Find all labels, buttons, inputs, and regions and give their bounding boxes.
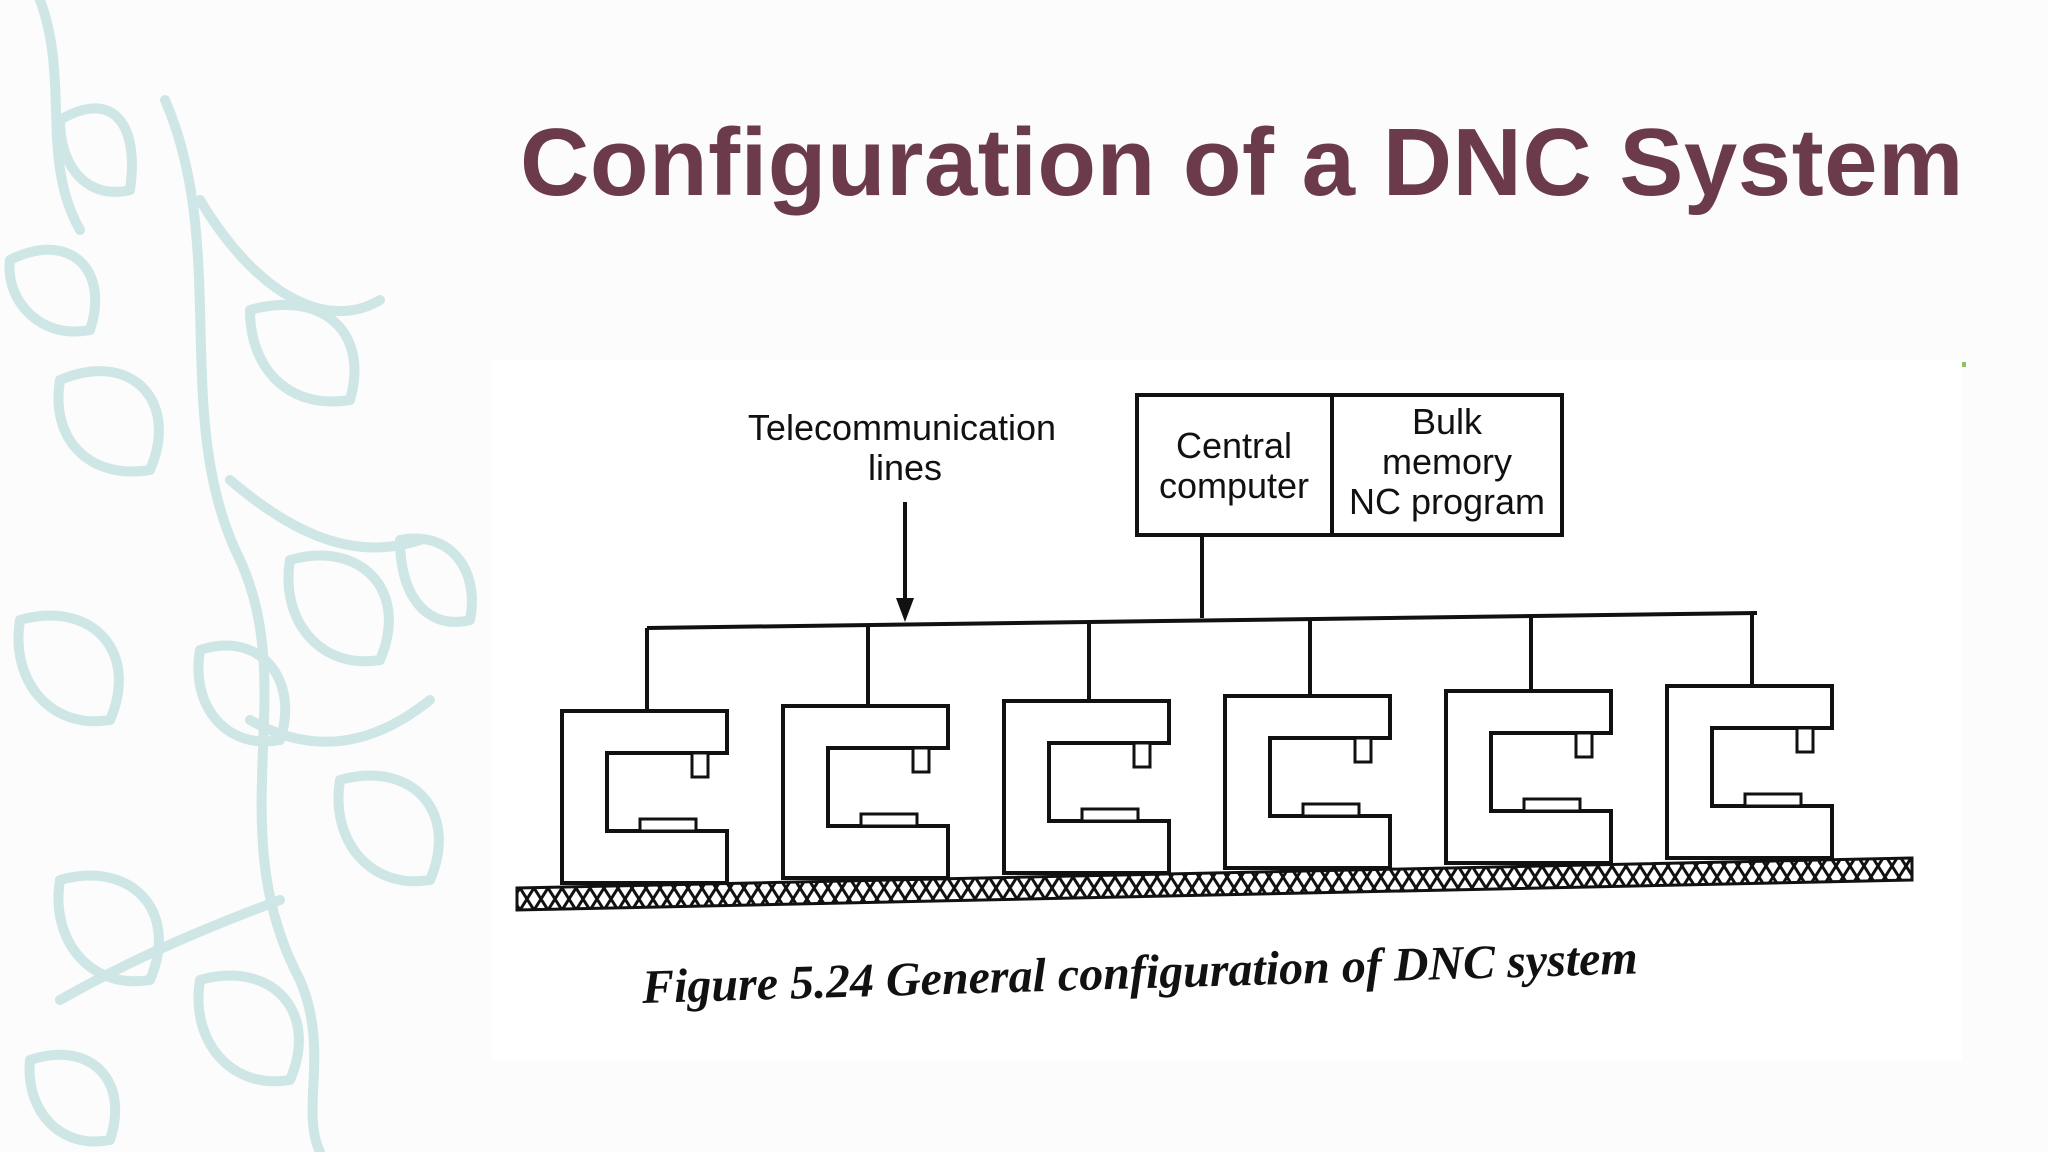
machine-tools — [560, 684, 1834, 885]
central-computer-line1: Central — [1176, 425, 1292, 466]
central-computer-line2: computer — [1159, 465, 1309, 506]
slide-title: Configuration of a DNC System — [520, 109, 1964, 216]
machine-worktable — [1301, 802, 1361, 818]
dnc-diagram: Telecommunication lines Central computer… — [515, 393, 1914, 912]
leaf-decoration — [4, 0, 477, 1152]
telecom-arrowhead — [896, 598, 914, 622]
machine-tool-frame — [1444, 689, 1613, 865]
telecom-label-line1: Telecommunication — [748, 407, 1056, 448]
figure-panel: Telecommunication lines Central computer… — [492, 360, 1962, 1060]
telecom-label-line2: lines — [868, 447, 942, 488]
machine-tool-frame — [560, 709, 729, 885]
machine-spindle — [1574, 731, 1594, 759]
machine-tool-frame — [1223, 694, 1392, 870]
machine-worktable — [1080, 807, 1140, 823]
machine-spindle — [1795, 726, 1815, 754]
bulk-memory-line2: memory — [1382, 441, 1512, 482]
machine-worktable — [1522, 797, 1582, 813]
machine-worktable — [859, 812, 919, 828]
machine-spindle — [690, 751, 710, 779]
bulk-memory-line1: Bulk — [1412, 401, 1483, 442]
machine-tool-frame — [781, 704, 950, 880]
bulk-memory-box — [1330, 393, 1564, 537]
machine-worktable — [1743, 792, 1803, 808]
machine-spindle — [911, 746, 931, 774]
machine-tool-frame — [1665, 684, 1834, 860]
machine-drop-lines — [645, 613, 1754, 711]
shop-floor — [515, 856, 1914, 912]
machine-spindle — [1353, 736, 1373, 764]
machine-spindle — [1132, 741, 1152, 769]
machine-worktable — [638, 817, 698, 833]
telecom-bus-line — [646, 611, 1758, 630]
machine-tool-frame — [1002, 699, 1171, 875]
bulk-memory-line3: NC program — [1349, 481, 1545, 522]
